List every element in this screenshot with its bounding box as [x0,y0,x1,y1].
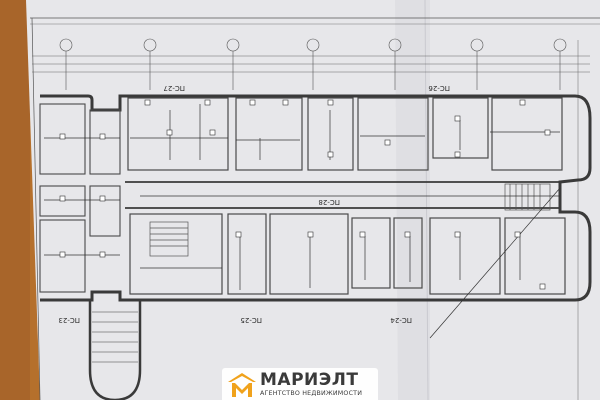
zone-label-ps23: ПС-23 [58,316,80,324]
agency-watermark: МАРИЭЛТ АГЕНТСТВО НЕДВИЖИМОСТИ [222,368,378,400]
zone-label-ps26: ПС-26 [428,84,450,92]
frame-line-left [31,17,41,400]
electrical-wiring [44,104,561,339]
room-partitions-top [127,97,563,171]
staircase-left-top [149,221,189,257]
electrical-devices [59,99,551,290]
agency-brand-name: МАРИЭЛТ [260,370,359,390]
paper-fold-line [424,0,429,400]
roof-m-logo-icon [228,373,256,397]
staircase-right [504,183,551,211]
paper-fold-shadow [395,0,430,400]
left-wing-rooms [39,103,121,293]
zone-label-ps24: ПС-24 [390,316,412,324]
axis-markers [59,38,567,90]
curved-staircase [88,300,142,400]
agency-tagline: АГЕНТСТВО НЕДВИЖИМОСТИ [260,390,363,397]
zone-label-ps27: ПС-27 [163,84,185,92]
building-outline [40,94,592,302]
table-shade-left [0,0,30,400]
zone-label-ps25: ПС-25 [240,316,262,324]
zone-label-ps28: ПС-28 [318,198,340,206]
corridor-walls [125,181,560,209]
room-partitions-bottom [129,213,566,295]
